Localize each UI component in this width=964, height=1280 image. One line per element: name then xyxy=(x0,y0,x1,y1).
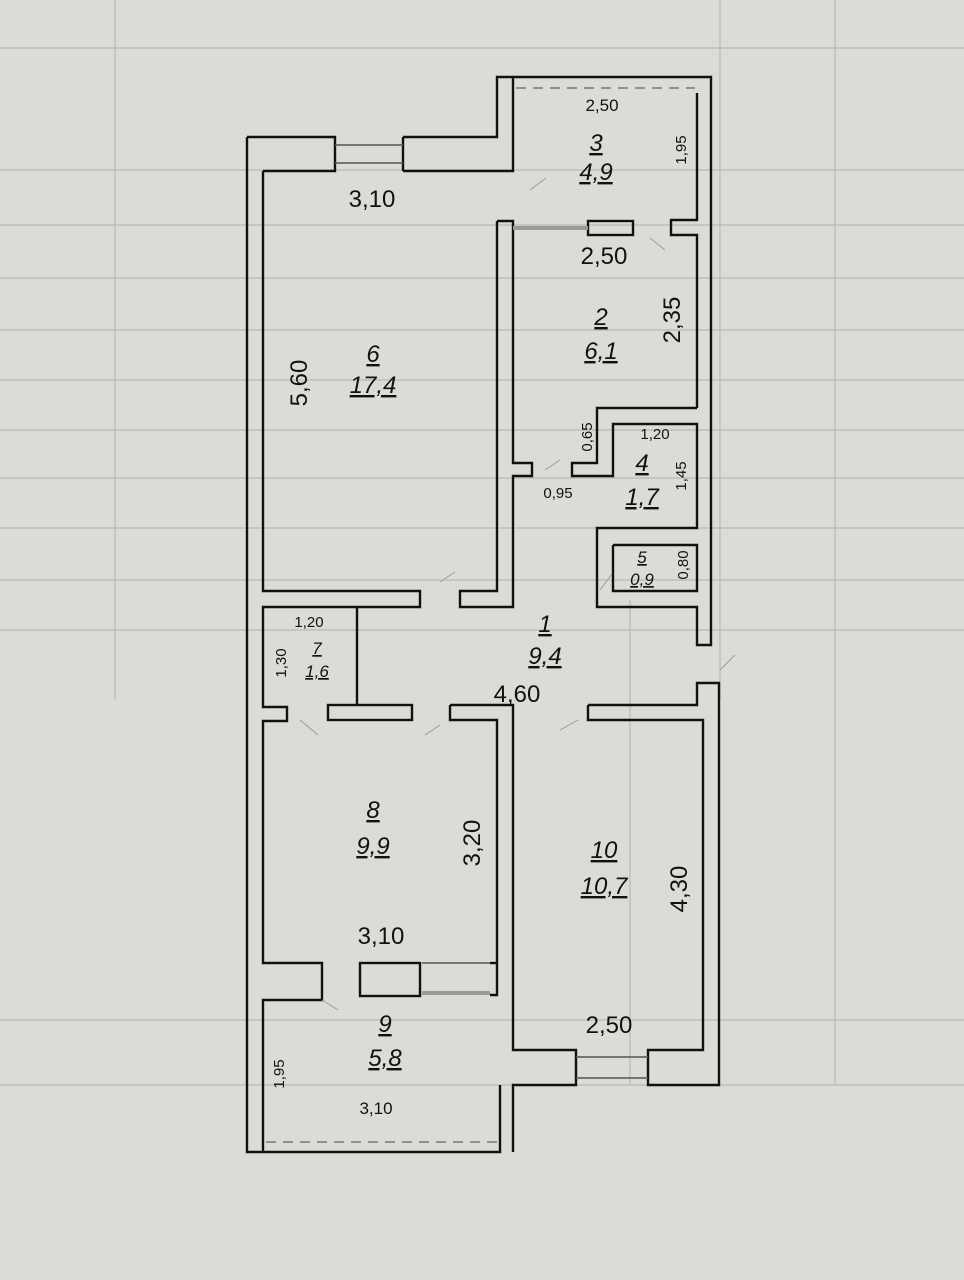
dimension-labels: 2,50 1,95 3,10 5,60 2,50 2,35 0,65 0,95 … xyxy=(271,96,693,1118)
room-2-area: 6,1 xyxy=(584,338,617,365)
wall-top-room6-right xyxy=(403,75,713,647)
wall-partition-6-2 xyxy=(458,219,534,609)
wall-top-room6 xyxy=(247,135,337,173)
dim-room9-bottom: 3,10 xyxy=(359,1099,392,1118)
wall-corridor-seg2 xyxy=(450,703,578,1152)
dim-room6-top: 3,10 xyxy=(349,186,396,213)
room-10-area: 10,7 xyxy=(581,873,629,900)
room-8-number: 8 xyxy=(366,797,380,824)
dim-room10-side: 4,30 xyxy=(666,866,693,913)
window-room3-door xyxy=(513,226,588,230)
door-swing xyxy=(321,999,339,1011)
wall-room4 xyxy=(570,406,699,628)
dim-room8-bottom: 3,10 xyxy=(358,923,405,950)
room-1-number: 1 xyxy=(538,611,551,638)
dim-room7-side: 1,30 xyxy=(273,648,290,677)
room-2-number: 2 xyxy=(593,304,607,331)
dim-room9-side: 1,95 xyxy=(271,1059,288,1088)
wall-top-mid xyxy=(403,77,515,173)
door-swing xyxy=(439,571,456,583)
wall-room8-seg xyxy=(358,961,422,998)
room-4-number: 4 xyxy=(635,450,648,477)
door-swing xyxy=(719,654,736,671)
wall-room10-top xyxy=(586,681,721,1087)
wall-room3-right-inner xyxy=(669,93,699,408)
dim-room3-top: 2,50 xyxy=(585,96,618,115)
window-room9 xyxy=(422,991,490,995)
room-3-area: 4,9 xyxy=(579,159,612,186)
room-8-area: 9,9 xyxy=(356,833,389,860)
room-10-number: 10 xyxy=(591,837,618,864)
wall-corridor-seg2-b xyxy=(448,705,499,997)
dim-room4-top: 1,20 xyxy=(640,426,669,443)
dim-room10-bottom: 2,50 xyxy=(586,1012,633,1039)
door-swing xyxy=(544,459,561,471)
wall-room2-top-segment xyxy=(586,219,635,237)
room-7-area: 1,6 xyxy=(305,662,329,681)
door-swing xyxy=(299,719,319,736)
background-table xyxy=(0,0,964,1086)
dim-corridor-notch: 0,95 xyxy=(543,485,572,502)
room-9-area: 5,8 xyxy=(368,1045,402,1072)
room-6-number: 6 xyxy=(366,341,380,368)
door-swing xyxy=(529,177,547,191)
dim-room2-side: 2,35 xyxy=(659,297,686,344)
room-5-area: 0,9 xyxy=(630,570,654,589)
dim-room2-top: 2,50 xyxy=(581,243,628,270)
door-swing xyxy=(559,719,579,731)
dim-room6-side: 5,60 xyxy=(286,360,313,407)
dim-room4-side: 1,45 xyxy=(673,461,690,490)
room-7-number: 7 xyxy=(312,639,322,658)
room-6-area: 17,4 xyxy=(350,372,397,399)
windows xyxy=(335,144,648,1079)
wall-left-inner xyxy=(261,171,422,1152)
door-swings xyxy=(299,177,736,1011)
walls xyxy=(245,75,721,1154)
balcony-dashes xyxy=(266,87,695,1143)
dim-corridor-length: 4,60 xyxy=(494,681,541,708)
door-swing xyxy=(424,724,441,736)
wall-corridor-seg1 xyxy=(326,703,414,722)
door-swing xyxy=(649,237,666,251)
dim-room8-side: 3,20 xyxy=(459,820,486,867)
dim-room2-notch: 0,65 xyxy=(579,422,596,451)
wall-outer-left xyxy=(245,137,502,1154)
door-swing xyxy=(599,573,613,591)
room-9-number: 9 xyxy=(378,1011,391,1038)
wall-room5 xyxy=(611,543,699,593)
room-5-number: 5 xyxy=(637,548,647,567)
room-1-area: 9,4 xyxy=(528,643,561,670)
dim-room7-top: 1,20 xyxy=(294,614,323,631)
dim-room3-side: 1,95 xyxy=(673,135,690,164)
room-labels: 3 4,9 6 17,4 2 6,1 4 1,7 5 0,9 1 9,4 7 1… xyxy=(305,130,660,1072)
room-3-number: 3 xyxy=(589,130,603,157)
room-4-area: 1,7 xyxy=(625,484,660,511)
dim-room5-side: 0,80 xyxy=(675,550,692,579)
